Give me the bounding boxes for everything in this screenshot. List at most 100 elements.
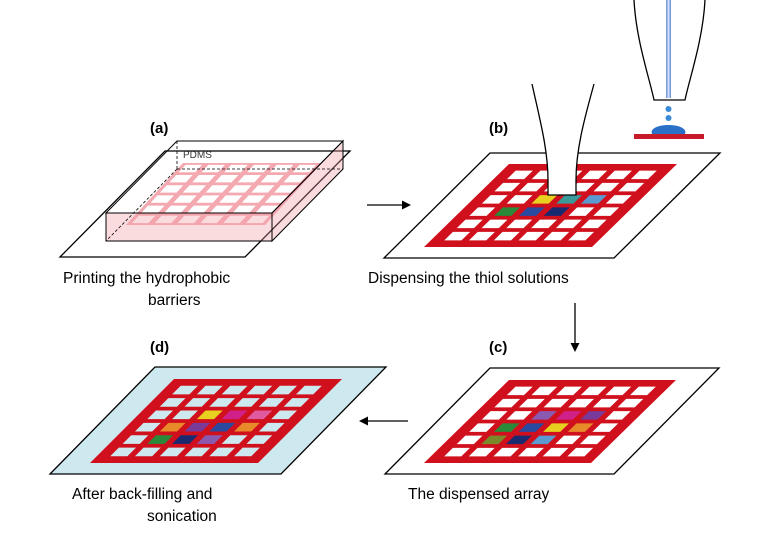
- well: [209, 447, 236, 457]
- panel-a-barrier-grid: [126, 163, 322, 225]
- well: [141, 205, 165, 213]
- well: [493, 447, 520, 457]
- well: [630, 386, 656, 396]
- thiol-spot: [543, 423, 569, 432]
- well: [531, 219, 558, 229]
- well: [134, 422, 161, 432]
- well: [605, 195, 632, 204]
- thiol-spot: [209, 422, 236, 432]
- well: [543, 398, 570, 408]
- well: [296, 385, 322, 395]
- well: [506, 411, 533, 420]
- well: [618, 182, 645, 192]
- thiol-spot: [234, 422, 260, 432]
- thiol-spot: [196, 410, 223, 420]
- panel-d-array: [90, 379, 342, 463]
- well: [531, 386, 558, 396]
- well: [159, 398, 186, 407]
- well: [246, 385, 273, 395]
- well: [271, 385, 298, 395]
- well: [241, 195, 266, 203]
- well: [251, 185, 275, 193]
- panel-b-caption: Dispensing the thiol solutions: [368, 270, 569, 287]
- thiol-spot: [172, 435, 198, 444]
- well: [134, 447, 161, 457]
- well: [518, 447, 544, 457]
- well: [581, 170, 608, 180]
- pipette-tip-icon: [531, 83, 595, 196]
- well: [178, 164, 203, 173]
- well: [481, 195, 508, 204]
- well: [196, 195, 220, 203]
- thiol-spot: [159, 422, 186, 432]
- well: [186, 205, 211, 213]
- well: [469, 207, 496, 216]
- well: [196, 385, 223, 395]
- well: [246, 435, 273, 444]
- well: [205, 185, 229, 193]
- well: [283, 398, 310, 407]
- well: [192, 175, 216, 183]
- panel-c-array: [424, 380, 676, 463]
- panel-a: PDMS (a) Printing the hydrophobic barrie…: [58, 120, 352, 309]
- well: [283, 175, 307, 183]
- panel-a-label: (a): [150, 120, 168, 137]
- well: [232, 205, 256, 213]
- thiol-spot: [184, 422, 211, 432]
- well: [617, 398, 644, 408]
- panel-b-array: [424, 164, 677, 247]
- panel-d-caption-line1: After back-filling and: [72, 486, 212, 503]
- well: [494, 182, 521, 192]
- thiol-spot: [221, 410, 248, 420]
- well: [184, 398, 211, 407]
- well: [580, 219, 607, 229]
- well: [258, 422, 285, 432]
- well: [592, 423, 619, 432]
- well: [506, 170, 533, 180]
- well: [456, 219, 483, 229]
- well: [260, 175, 284, 183]
- thiol-spot: [556, 195, 583, 204]
- panel-b: (b) Dispensing the thiol solutions: [368, 0, 722, 287]
- well: [159, 447, 186, 457]
- well: [247, 164, 271, 173]
- panel-d-label: (d): [150, 339, 169, 356]
- well: [228, 185, 252, 193]
- thiol-spot: [493, 423, 520, 432]
- well: [579, 435, 606, 445]
- thiol-spot: [567, 423, 594, 432]
- well: [543, 231, 570, 241]
- well: [630, 170, 657, 180]
- well: [593, 207, 620, 216]
- well: [593, 182, 620, 192]
- arrow-a-to-b: [367, 200, 411, 210]
- thiol-spot: [530, 435, 557, 445]
- well: [271, 410, 298, 420]
- well: [150, 195, 174, 203]
- well: [224, 164, 248, 173]
- well: [219, 195, 243, 203]
- pdms-stamp-front: [105, 212, 273, 242]
- well: [469, 231, 495, 241]
- well: [481, 411, 508, 420]
- well: [173, 195, 197, 203]
- well: [568, 207, 595, 216]
- well: [234, 398, 260, 407]
- well: [172, 385, 198, 395]
- thiol-spot: [580, 195, 607, 204]
- well: [209, 398, 236, 407]
- well: [245, 215, 270, 224]
- well: [159, 185, 184, 193]
- thiol-spot: [196, 435, 223, 444]
- well: [506, 386, 533, 396]
- capillary-channel-core: [667, 0, 670, 98]
- thiol-spot: [518, 207, 545, 216]
- well: [131, 215, 156, 224]
- well: [258, 398, 285, 407]
- well: [255, 205, 279, 213]
- well: [223, 215, 247, 224]
- thiol-spot: [505, 435, 532, 445]
- well: [506, 195, 533, 204]
- well: [172, 410, 198, 420]
